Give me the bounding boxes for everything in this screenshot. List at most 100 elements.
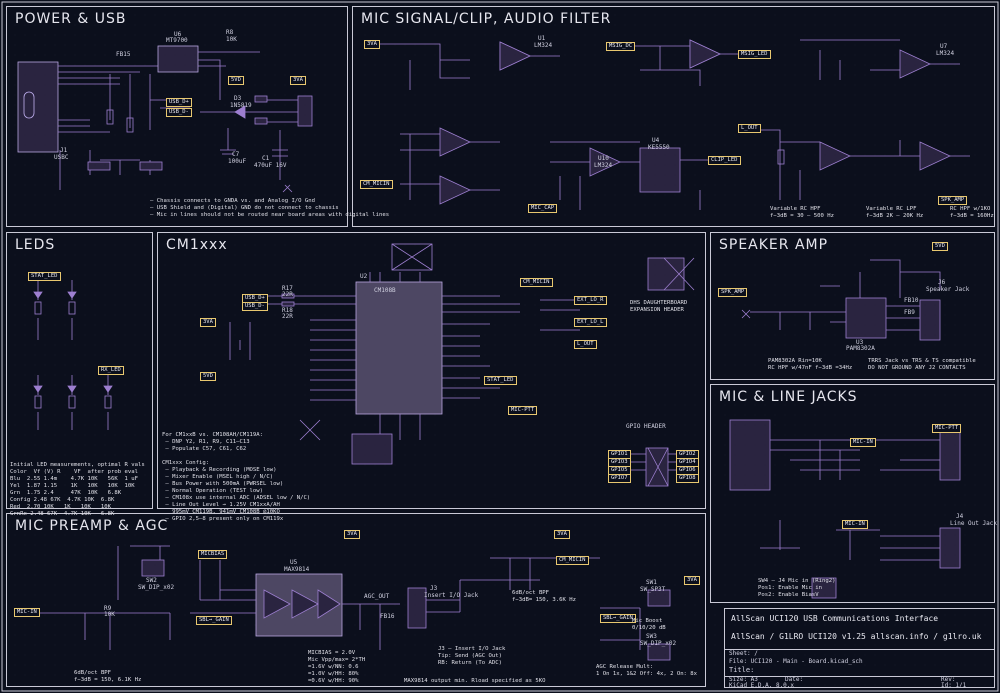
u4-ref: U4 [652, 137, 660, 144]
rev-label: Rev: [941, 676, 956, 683]
filter-note-far: RC HPF w/1KO f−3dB = 160Hz [950, 206, 994, 219]
net-stat-led-cm: STAT_LED [484, 376, 517, 385]
net-msig-led: MSIG_LED [738, 50, 771, 59]
title-block: AllScan UCI120 USB Communications Interf… [724, 608, 995, 689]
r18-val: 22R [282, 313, 293, 320]
section-power-usb: POWER & USB [6, 6, 348, 227]
u5-part: MAX9814 [284, 566, 310, 573]
u10-ref: U10 [598, 155, 609, 162]
section-title-leds: LEDS [15, 237, 56, 253]
net-ext-lo-l: EXT_LO_L [574, 318, 607, 327]
mic-signal-drawing [380, 39, 970, 210]
u6-part: MT9700 [166, 37, 188, 44]
r8-val: 10K [226, 36, 237, 43]
sw3-ref: SW3 [646, 633, 657, 640]
u2-ref: U2 [360, 273, 368, 280]
net-3va-power: 3VA [290, 76, 306, 85]
u7-ref: U7 [940, 43, 948, 50]
agc-release-note: AGC Release Mult: 1 On 1x, 1&2 Off: 4x, … [596, 664, 698, 677]
cm-notes: For CM1xxB vs. CM108AH/CM119A: – DNP Y2,… [162, 432, 311, 522]
net-sbl-gain: SBL→_GAIN [196, 616, 232, 625]
net-l-out-cm: L_OUT [574, 340, 597, 349]
u1-part: LM324 [534, 42, 553, 49]
net-rx-led: RX_LED [98, 366, 124, 375]
agc-out-text: AGC_OUT [364, 593, 390, 600]
power-notes: – Chassis connects to GNDA vs. and Analo… [150, 198, 390, 218]
c7-ref: C7 [232, 151, 240, 158]
size-label: Size: A3 [729, 676, 758, 683]
sw1-part: SW_SP3T [640, 586, 666, 593]
j4-ref: J4 [956, 513, 964, 520]
mic-boost-note: Mic Boost 0/10/20 dB [632, 618, 666, 631]
section-jacks: MIC & LINE JACKS [710, 384, 995, 603]
c7-val: 100uF [228, 158, 247, 165]
j4-name: Line Out Jack [950, 520, 997, 527]
net-gpio7: GPIO7 [608, 474, 631, 483]
fb15-ref: FB15 [116, 51, 131, 58]
filter-note-right: Variable RC LPF f−3dB 2K – 20K Hz [866, 206, 924, 219]
fb10-ref: FB10 [904, 297, 919, 304]
section-title-preamp: MIC PREAMP & AGC [15, 518, 169, 534]
net-3va-sig: 3VA [364, 40, 380, 49]
r9-ref: R9 [104, 605, 112, 612]
u3-ref: U3 [856, 339, 864, 346]
j3-ref: J3 [430, 585, 438, 592]
net-cm-micin-cm: CM_MICIN [520, 278, 553, 287]
power-usb-drawing [17, 45, 313, 193]
title-line-2: AllScan / G1LRO UCI120 v1.25 allscan.inf… [731, 632, 982, 641]
speaker-drawing [741, 259, 941, 341]
r17-ref: R17 [282, 285, 293, 292]
gpio-header-title: GPIO HEADER [626, 423, 666, 430]
section-mic-signal: MIC SIGNAL/CLIP, AUDIO FILTER [352, 6, 995, 227]
d3-part: 1N5819 [230, 102, 252, 109]
sheet-label: Sheet: / [729, 650, 758, 657]
net-mic-cap: MIC_CAP [528, 204, 558, 213]
net-stat-led: STAT_LED [28, 272, 61, 281]
section-title-cm1xxx: CM1xxx [166, 237, 228, 253]
u2-part: CM108B [374, 287, 396, 294]
u7-part: LM324 [936, 50, 955, 57]
sw2-part: SW_DIP_x02 [138, 584, 175, 591]
section-speaker-amp: SPEAKER AMP [710, 232, 995, 380]
section-title-power: POWER & USB [15, 11, 127, 27]
net-mic-ptt-jack: MIC-PTT [932, 424, 962, 433]
j6-ref: J6 [938, 279, 946, 286]
net-3va-preamp-3: 3VA [684, 576, 700, 585]
r18-ref: R18 [282, 307, 293, 314]
filter-note-left: Variable RC HPF f−3dB = 30 – 500 Hz [770, 206, 834, 219]
net-micbias: MICBIAS [198, 550, 228, 559]
dhs-header-title: DHS DAUGHTERBOARD EXPANSION HEADER [630, 300, 688, 313]
r9-val: 10K [104, 611, 115, 618]
jacks-drawing [729, 419, 961, 599]
sw4-note: SW4 – J4 Mic in (Ring2) Pos1: Enable Mic… [758, 578, 836, 598]
u3-part: PAM8302A [846, 345, 875, 352]
title-line-1: AllScan UCI120 USB Communications Interf… [731, 614, 939, 623]
date-label: Date: [785, 676, 804, 683]
c1-ref: C1 [262, 155, 270, 162]
net-3va-preamp: 3VA [344, 530, 360, 539]
r17-val: 22R [282, 291, 293, 298]
title-label: Title: [729, 666, 755, 674]
preamp-drawing [40, 545, 671, 661]
sw1-ref: SW1 [646, 579, 657, 586]
r8-ref: R8 [226, 29, 234, 36]
u6-ref: U6 [174, 31, 182, 38]
net-5vd-power: 5VD [228, 76, 244, 85]
fb9-ref: FB9 [904, 309, 915, 316]
net-mic-in-jack: MIC-IN [850, 438, 876, 447]
speaker-notes-2: TRRS Jack vs TRS & TS compatible DO NOT … [868, 358, 976, 371]
section-leds: LEDS [6, 232, 153, 509]
net-ext-lo-r: EXT_LO_R [574, 296, 607, 305]
preamp-notes: MICBIAS = 2.0V Mic Vpp/max= 2*TH =1.6V w… [308, 650, 366, 684]
section-title-jacks: MIC & LINE JACKS [719, 389, 858, 405]
section-title-speaker: SPEAKER AMP [719, 237, 829, 253]
j6-name: Speaker Jack [926, 286, 970, 293]
net-3va-cm: 3VA [200, 318, 216, 327]
c1-val: 470uF 16V [254, 162, 287, 169]
fb16-ref: FB16 [380, 613, 395, 620]
cm1xxx-drawing [229, 243, 695, 487]
j3-name: Insert I/O Jack [424, 592, 479, 599]
net-cm-micin-preamp: CM_MICIN [556, 556, 589, 565]
section-title-mic-signal: MIC SIGNAL/CLIP, AUDIO FILTER [361, 11, 612, 27]
led-notes: Initial LED measurements, optimal R vals… [10, 462, 145, 517]
